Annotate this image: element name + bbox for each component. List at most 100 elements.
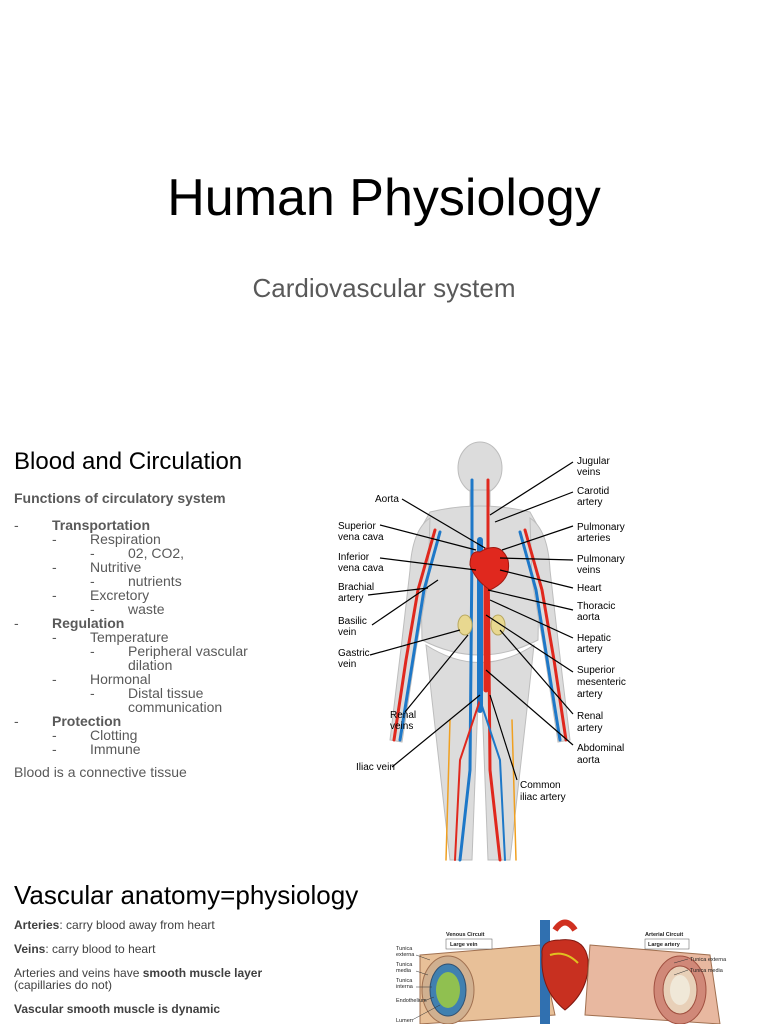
left-kidney — [457, 614, 473, 636]
bullet-dash: - — [90, 643, 95, 659]
outline-item-text: communication — [128, 699, 223, 715]
large-vein-box — [445, 938, 493, 950]
outline-item-text: Regulation — [52, 615, 125, 631]
label-pulm-art-2: arteries — [577, 533, 610, 544]
artery-cross-section — [584, 944, 721, 1024]
label-iliac-vein: Iliac vein — [356, 762, 395, 773]
fact-dynamic: Vascular smooth muscle is dynamic — [14, 1002, 221, 1016]
label-endothelium: Endothelium — [396, 998, 427, 1004]
label-tunica-externa-1: Tunica — [396, 946, 413, 952]
outline-item-text: Clotting — [90, 727, 138, 743]
label-basilic-1: Basilic — [338, 616, 367, 627]
fact-smooth-muscle: Arteries and veins have smooth muscle la… — [14, 966, 263, 980]
outline-item-text: Temperature — [90, 629, 169, 645]
leader-lines — [367, 461, 574, 781]
section-subtitle-functions: Functions of circulatory system — [14, 490, 226, 506]
label-arterial-circuit: Arterial Circuit — [645, 932, 683, 938]
label-thoracic-1: Thoracic — [577, 601, 615, 612]
label-common-iliac-2: iliac artery — [520, 792, 566, 803]
label-lumen: Lumen — [396, 1018, 413, 1024]
label-supmes-3: artery — [577, 689, 603, 700]
bullet-dash: - — [52, 531, 57, 547]
label-pulm-art-1: Pulmonary — [577, 522, 625, 533]
label-gastric-2: vein — [338, 659, 356, 670]
label-brachial-2: artery — [338, 593, 364, 604]
section-title-vascular: Vascular anatomy=physiology — [14, 880, 359, 910]
label-abd-aorta-1: Abdominal — [577, 743, 624, 754]
fact-capillaries: (capillaries do not) — [14, 978, 113, 992]
label-venous-circuit: Venous Circuit — [446, 932, 485, 938]
label-svc-2: vena cava — [338, 532, 384, 543]
large-artery-box — [644, 938, 690, 950]
outline-item-text: Excretory — [90, 587, 150, 603]
label-supmes-2: mesenteric — [577, 677, 626, 688]
outline-item-text: 02, CO2, — [128, 545, 185, 561]
bullet-dash: - — [52, 587, 57, 603]
label-ivc-2: vena cava — [338, 563, 384, 574]
label-gastric-1: Gastric — [338, 648, 370, 659]
blood-note: Blood is a connective tissue — [14, 764, 187, 780]
label-basilic-2: vein — [338, 627, 356, 638]
bullet-dash: - — [90, 573, 95, 589]
outline-item-text: Peripheral vascular — [128, 643, 248, 659]
label-pulm-vein-2: veins — [577, 565, 600, 576]
label-r-tunica-externa: Tunica externa — [690, 957, 727, 963]
label-large-artery: Large artery — [648, 942, 681, 948]
label-hepatic-2: artery — [577, 644, 603, 655]
label-ivc-1: Inferior — [338, 552, 370, 563]
bullet-dash: - — [52, 671, 57, 687]
label-tunica-media-1: Tunica — [396, 962, 413, 968]
outline-item-text: Protection — [52, 713, 122, 729]
label-hepatic-1: Hepatic — [577, 633, 611, 644]
bullet-dash: - — [90, 601, 95, 617]
outline-item-text: dilation — [128, 657, 173, 673]
label-carotid-2: artery — [577, 497, 603, 508]
label-pulm-vein-1: Pulmonary — [577, 554, 625, 565]
figure2-leaders — [411, 954, 689, 1021]
fact-veins: Veins: carry blood to heart — [14, 942, 156, 956]
circulatory-system-figure: Aorta Superior vena cava Inferior vena c… — [338, 441, 626, 862]
label-abd-aorta-2: aorta — [577, 755, 600, 766]
outline-item-text: Immune — [90, 741, 141, 757]
label-carotid-1: Carotid — [577, 486, 609, 497]
label-heart: Heart — [577, 583, 602, 594]
label-tunica-externa-2: externa — [396, 952, 415, 958]
label-renal-art-2: artery — [577, 723, 603, 734]
label-common-iliac-1: Common — [520, 780, 561, 791]
slide-subtitle: Cardiovascular system — [252, 273, 516, 303]
label-tunica-interna-2: interna — [396, 984, 414, 990]
bullet-dash: - — [14, 615, 19, 631]
label-large-vein: Large vein — [450, 942, 478, 948]
label-jugular-2: veins — [577, 467, 600, 478]
label-thoracic-2: aorta — [577, 612, 600, 623]
label-renal-art-1: Renal — [577, 711, 603, 722]
outline-item-text: Respiration — [90, 531, 161, 547]
outline-item-text: Hormonal — [90, 671, 151, 687]
bullet-dash: - — [14, 517, 19, 533]
label-supmes-1: Superior — [577, 665, 615, 676]
label-tunica-media-2: media — [396, 968, 412, 974]
right-kidney — [490, 614, 506, 636]
bullet-dash: - — [52, 629, 57, 645]
label-brachial-1: Brachial — [338, 582, 374, 593]
section-title-blood: Blood and Circulation — [14, 448, 243, 475]
label-jugular-1: Jugular — [577, 456, 610, 467]
label-tunica-interna-1: Tunica — [396, 978, 413, 984]
label-r-tunica-media: Tunica media — [690, 968, 724, 974]
slide-title: Human Physiology — [167, 169, 601, 227]
bullet-dash: - — [90, 545, 95, 561]
label-renal-veins-2: veins — [390, 721, 413, 732]
outline-item-text: waste — [128, 601, 165, 617]
heart-illustration — [540, 919, 589, 1024]
vascular-anatomy-figure: Venous Circuit Large vein Arterial Circu… — [396, 919, 727, 1024]
label-renal-veins-1: Renal — [390, 710, 416, 721]
label-svc-1: Superior — [338, 521, 376, 532]
vein-cross-section — [419, 944, 556, 1024]
label-aorta: Aorta — [375, 494, 399, 505]
bullet-dash: - — [52, 559, 57, 575]
outline-item-text: nutrients — [128, 573, 182, 589]
outline-item-text: Nutritive — [90, 559, 142, 575]
fact-arteries: Arteries: carry blood away from heart — [14, 918, 215, 932]
bullet-dash: - — [90, 685, 95, 701]
outline-item-text: Transportation — [52, 517, 151, 533]
